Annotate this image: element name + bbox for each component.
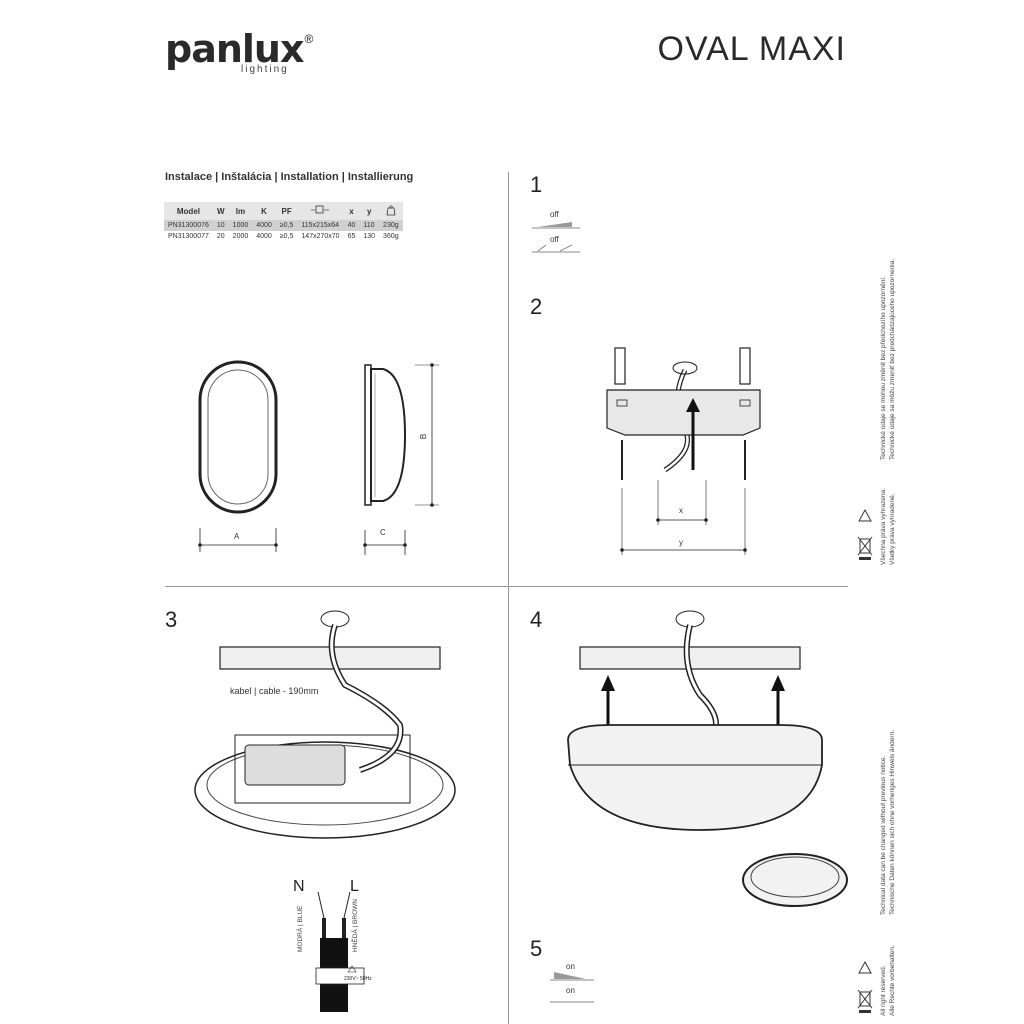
disclaimer-de: Technische Daten können sich ohne vorher… — [889, 730, 896, 915]
dim-label-y: y — [679, 538, 683, 547]
dimensions-icon — [311, 205, 330, 214]
cell-lm: 1000 — [228, 220, 253, 231]
step-1-switch-bottom: off — [550, 235, 559, 244]
dim-label-c: C — [380, 528, 386, 537]
col-w: W — [212, 202, 229, 220]
mounting-plate-drawing — [606, 347, 761, 555]
live-label: L — [350, 878, 359, 895]
cell-lm: 2000 — [232, 233, 249, 240]
table-row: PN31300076 10 1000 4000 ≥0,5 115x215x64 … — [164, 220, 403, 231]
cable-tag-label: 230V~ 50Hz — [344, 976, 372, 982]
front-view-drawing — [198, 360, 278, 552]
wire-brown-label: HNĚDÁ | BROWN — [352, 899, 359, 952]
cable-length-note: kabel | cable - 190mm — [230, 686, 319, 696]
cell-model: PN31300076 — [164, 220, 213, 231]
col-k: K — [252, 202, 276, 220]
step-5-switch-top: on — [566, 962, 575, 971]
weight-icon — [386, 204, 396, 215]
disclaimer-cz: Technické údaje se mohou změnit bez před… — [880, 276, 887, 460]
col-model: Model — [164, 202, 213, 220]
spec-table: Model W lm K PF x y PN31300076 10 1000 4… — [164, 202, 403, 242]
spec-table-header: Model W lm K PF x y — [164, 202, 403, 220]
disclaimer-sk: Technické údaje sa môžu zmeniť bez predc… — [889, 258, 896, 460]
col-lm: lm — [228, 202, 253, 220]
rights-en: All right reserved. — [880, 965, 887, 1016]
col-dimensions — [297, 202, 344, 220]
cell-pf: ≥0,5 — [275, 220, 298, 231]
cable-end-drawing — [315, 891, 365, 1012]
cell-dimensions: 147x270x70 — [301, 233, 340, 240]
switch-on-icon — [550, 972, 594, 1003]
cell-pf: ≥0,5 — [279, 233, 294, 240]
step-1-switch-top: off — [550, 210, 559, 219]
cell-k: 4000 — [256, 233, 272, 240]
col-y: y — [359, 202, 380, 220]
rights-sk: Všetky práva vyhradené. — [889, 493, 896, 565]
wire-blue-label: MODRÁ | BLUE — [297, 905, 304, 952]
weee-bin-icon — [857, 989, 873, 1013]
wiring-drawing — [194, 610, 456, 839]
cell-y: 130 — [363, 233, 376, 240]
brand-subtitle: lighting — [241, 64, 289, 75]
table-row: PN31300077 20 2000 4000 ≥0,5 147x270x70 … — [164, 231, 403, 242]
rights-cz: Všechna práva vyhrazena. — [880, 488, 887, 565]
dim-label-x: x — [679, 506, 683, 515]
mount-luminaire-drawing — [567, 610, 848, 907]
rights-de: Alle Rechte vorbehalten. — [889, 945, 896, 1016]
divider-vertical — [508, 172, 509, 1024]
disclaimer-en: Technical data can be changed without pr… — [880, 755, 887, 915]
cell-y: 110 — [359, 220, 380, 231]
col-weight — [379, 202, 403, 220]
cell-weight: 230g — [379, 220, 403, 231]
brand-name: panlux — [165, 27, 304, 71]
recycle-icon — [858, 960, 872, 974]
step-3-number: 3 — [165, 607, 178, 632]
dim-label-a: A — [234, 532, 240, 541]
col-pf: PF — [275, 202, 298, 220]
weee-bin-icon — [857, 536, 873, 560]
cell-weight: 360g — [383, 233, 399, 240]
dim-label-b: B — [419, 433, 429, 440]
step-5-number: 5 — [530, 936, 543, 961]
cell-model: PN31300077 — [168, 233, 209, 240]
brand-registered-mark: ® — [304, 32, 314, 46]
side-view-drawing — [363, 363, 439, 555]
step-2-number: 2 — [530, 294, 543, 319]
installation-heading: Instalace | Inštalácia | Installation | … — [165, 171, 414, 183]
cell-k: 4000 — [252, 220, 276, 231]
brand-logo: panlux® lighting — [165, 27, 314, 75]
cell-w: 10 — [212, 220, 229, 231]
cell-x: 40 — [343, 220, 360, 231]
divider-horizontal — [165, 586, 848, 587]
step-4-number: 4 — [530, 607, 543, 632]
cell-x: 65 — [347, 233, 356, 240]
neutral-label: N — [293, 878, 305, 895]
switch-off-icon — [532, 222, 580, 253]
col-x: x — [343, 202, 360, 220]
product-title: OVAL MAXI — [657, 30, 846, 68]
cell-w: 20 — [216, 233, 225, 240]
cell-dimensions: 115x215x64 — [297, 220, 344, 231]
step-5-switch-bottom: on — [566, 986, 575, 995]
recycle-icon — [858, 508, 872, 522]
step-1-number: 1 — [530, 172, 543, 197]
